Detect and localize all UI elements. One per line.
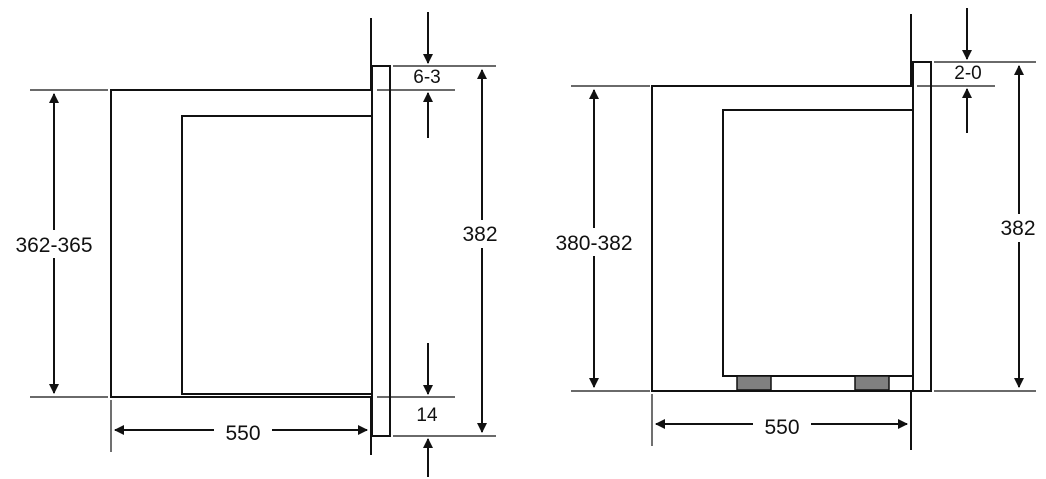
right-appliance-body xyxy=(722,109,912,377)
right-total-height-label: 382 xyxy=(1000,217,1035,240)
right-door-panel xyxy=(912,61,932,392)
left-total-label-bg xyxy=(455,220,511,248)
right-top-offset-label: 2-0 xyxy=(954,63,981,84)
right-depth-label-bg xyxy=(753,412,811,438)
right-total-label-bg xyxy=(994,214,1044,242)
left-height-label-bg xyxy=(4,230,104,258)
left-depth-label-bg xyxy=(214,418,272,444)
left-bottom-offset-label: 14 xyxy=(416,405,438,426)
left-cabinet-opening xyxy=(181,115,372,395)
left-drawing: 362-365 550 382 6-3 14 xyxy=(4,12,511,477)
left-cabinet-outline xyxy=(110,18,372,455)
right-depth-label: 550 xyxy=(764,416,799,439)
right-cabinet-outline xyxy=(651,14,912,450)
left-depth-label: 550 xyxy=(225,422,260,445)
right-drawing: 380-382 550 382 2-0 xyxy=(544,8,1044,450)
left-height-label: 362-365 xyxy=(15,234,92,257)
right-appliance-foot-1 xyxy=(736,375,772,391)
right-height-label: 380-382 xyxy=(555,232,632,255)
left-total-height-label: 382 xyxy=(462,223,497,246)
left-door-panel xyxy=(371,65,391,437)
right-height-label-bg xyxy=(544,228,644,256)
right-appliance-foot-2 xyxy=(854,375,890,391)
left-top-offset-label: 6-3 xyxy=(413,67,440,88)
